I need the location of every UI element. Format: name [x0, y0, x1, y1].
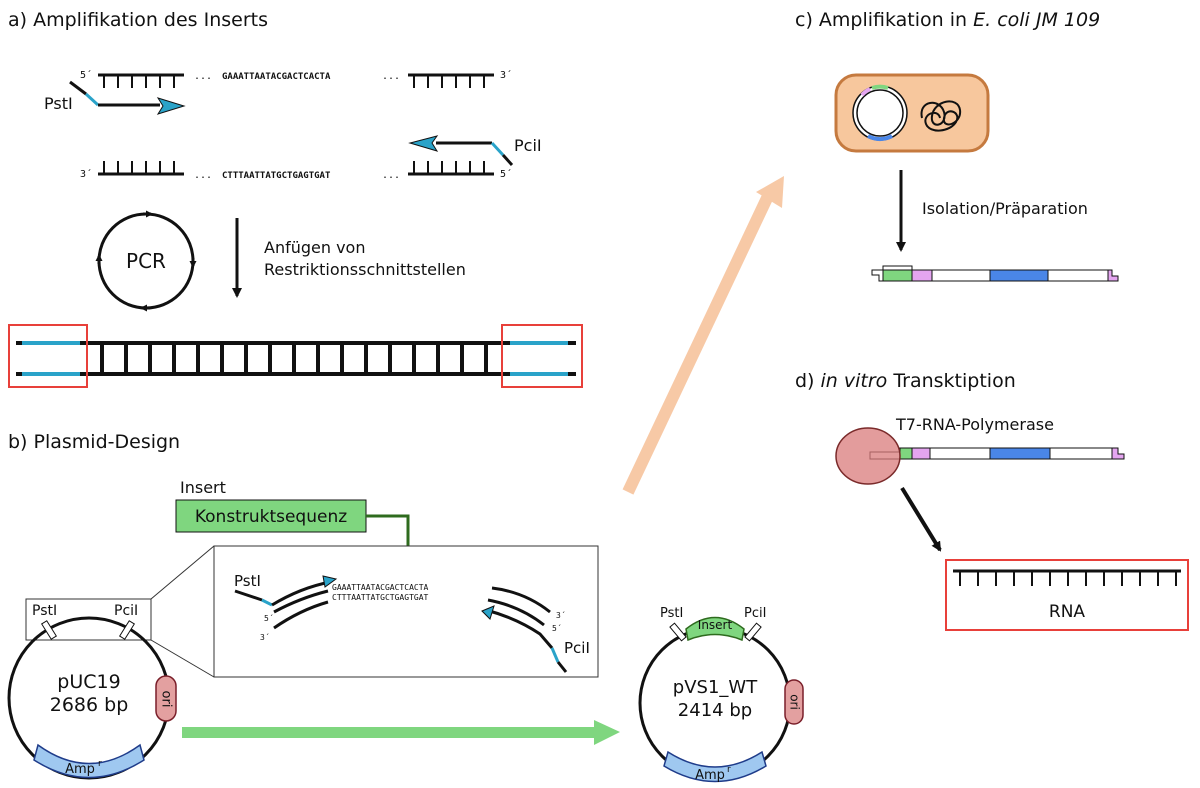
- svg-text:3´: 3´: [500, 69, 512, 81]
- svg-text:Amp: Amp: [65, 762, 95, 777]
- psti-primer: PstI: [44, 80, 186, 115]
- pcii-primer-label: PciI: [514, 136, 542, 155]
- svg-text:5´: 5´: [264, 613, 274, 623]
- svg-text:3´: 3´: [556, 610, 566, 620]
- insert-box: [175, 499, 367, 533]
- isolation-label: Isolation/Präparation: [922, 199, 1088, 218]
- pcr-product: [8, 324, 583, 388]
- section-c-title: c) Amplifikation in E. coli JM 109: [795, 9, 1100, 31]
- pcii-primer: PciI: [408, 135, 542, 167]
- pvs1-ori: [784, 679, 804, 725]
- pvs1-psti-label: PstI: [660, 606, 683, 621]
- svg-text:ori: ori: [159, 691, 174, 708]
- restriction-site-box-left: [8, 324, 88, 388]
- svg-text:...: ...: [194, 170, 212, 181]
- zoom-pcii-label: PciI: [564, 639, 590, 657]
- pvs1-pcii-label: PciI: [744, 606, 766, 621]
- arrow-label-line1: Anfügen von: [264, 238, 365, 257]
- svg-text:r: r: [98, 759, 102, 769]
- svg-text:3´: 3´: [260, 632, 270, 642]
- linear-plasmid-dna: [871, 265, 1119, 282]
- pvs1-name: pVS1_WT: [673, 677, 758, 698]
- insert-caption: Insert: [180, 478, 226, 497]
- rna-label: RNA: [1049, 602, 1086, 622]
- svg-text:3´: 3´: [80, 168, 92, 180]
- puc19-pcii-label: PciI: [114, 603, 138, 619]
- svg-text:r: r: [727, 765, 731, 775]
- puc19-psti-label: PstI: [32, 603, 57, 619]
- svg-text:5´: 5´: [500, 168, 512, 180]
- svg-text:...: ...: [382, 71, 400, 82]
- svg-text:CTTTAATTATGCTGAGTGAT: CTTTAATTATGCTGAGTGAT: [332, 593, 429, 602]
- insert-connector: [366, 514, 410, 546]
- pvs1-size: 2414 bp: [678, 700, 752, 721]
- section-b-title: b) Plasmid-Design: [8, 431, 180, 453]
- polymerase-label: T7-RNA-Polymerase: [895, 415, 1054, 434]
- pcr-label: PCR: [126, 249, 166, 273]
- svg-text:ori: ori: [788, 694, 802, 710]
- bottom-dna-strand: 3´ ... CTTTAATTATGCTGAGTGAT ... 5´: [80, 161, 512, 181]
- plasmid-pvs1: Insert PstI PciI ori Amp r pVS1_WT 2414 …: [638, 606, 804, 783]
- transcription-template: [869, 447, 1125, 460]
- top-dna-strand: 5´ ... GAAATTAATACGACTCACTA ... 3´: [80, 69, 512, 88]
- top-sequence: GAAATTAATACGACTCACTA: [222, 72, 331, 82]
- svg-text:Amp: Amp: [695, 768, 725, 783]
- restriction-site-box-right: [501, 324, 583, 388]
- svg-text:GAAATTAATACGACTCACTA: GAAATTAATACGACTCACTA: [332, 583, 429, 592]
- site-highlight-box: [25, 598, 152, 641]
- insert-box-label: Konstruktsequenz: [195, 507, 347, 527]
- puc19-amp: [33, 743, 145, 779]
- puc19-name: pUC19: [57, 671, 120, 693]
- svg-text:5´: 5´: [552, 623, 562, 633]
- transcription-arrow: [900, 486, 942, 552]
- section-d-title: d) in vitro Transktiption: [795, 370, 1016, 392]
- transform-arrow: [622, 176, 784, 495]
- t7-polymerase: [835, 427, 901, 485]
- arrow-label-line2: Restriktionsschnittstellen: [264, 260, 466, 279]
- puc19-ori: [155, 675, 177, 722]
- genomic-dna: [920, 100, 962, 132]
- ecoli-cell: [834, 73, 990, 153]
- svg-text:5´: 5´: [80, 69, 92, 81]
- svg-text:Insert: Insert: [698, 618, 733, 632]
- rna-output: RNA: [945, 559, 1189, 631]
- zoom-psti-label: PstI: [234, 572, 261, 590]
- svg-text:...: ...: [194, 71, 212, 82]
- svg-text:...: ...: [382, 170, 400, 181]
- puc19-size: 2686 bp: [50, 694, 129, 716]
- bottom-sequence: CTTTAATTATGCTGAGTGAT: [222, 171, 331, 181]
- zoom-panel: 5´ 3´ PstI GAAATTAATACGACTCACTA CTTTAATT…: [150, 545, 599, 678]
- pcr-cycle-icon: PCR: [95, 210, 197, 312]
- pvs1-amp: [663, 750, 767, 783]
- cloning-arrow: [182, 720, 620, 745]
- psti-primer-label: PstI: [44, 94, 73, 113]
- plasmid-puc19: PstI PciI ori Amp r pUC19 2686 bp: [7, 598, 177, 780]
- section-a-title: a) Amplifikation des Inserts: [8, 9, 268, 31]
- pvs1-insert: [685, 616, 745, 642]
